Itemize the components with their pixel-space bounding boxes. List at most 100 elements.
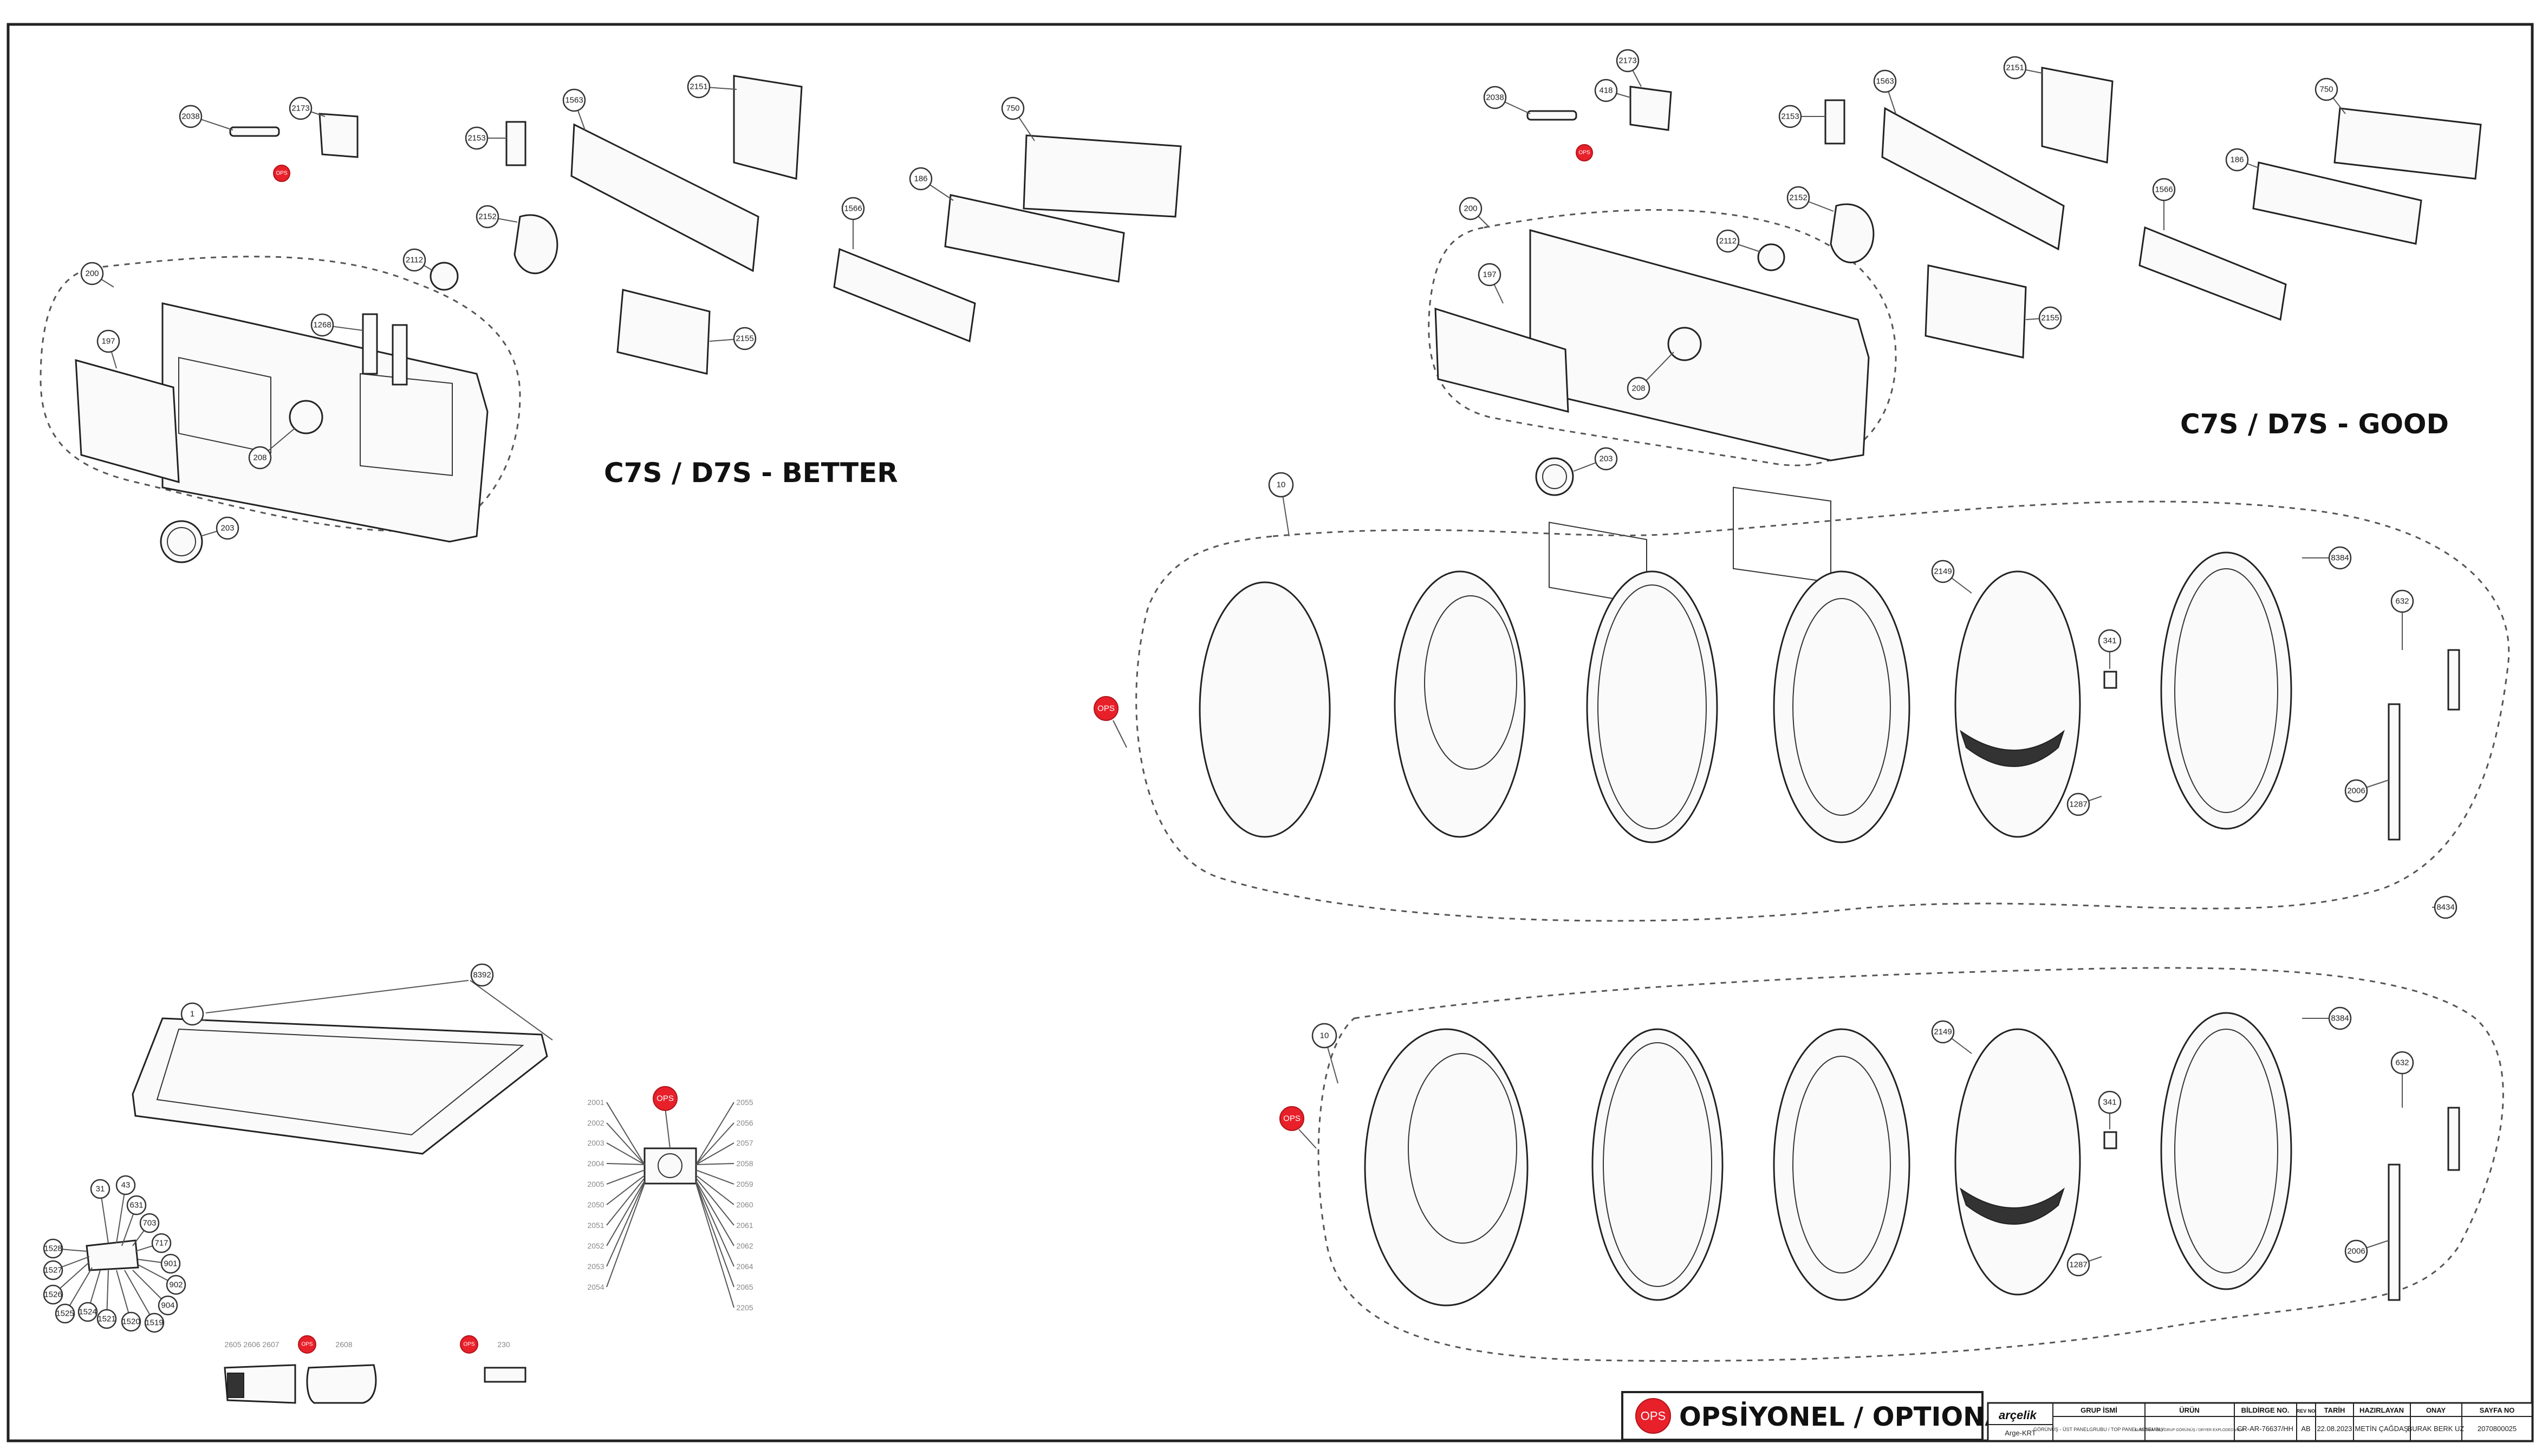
svg-text:2038: 2038 [181,112,199,121]
good-cable-2038 [1526,110,1577,121]
svg-text:2153: 2153 [467,134,485,143]
svg-text:2605: 2605 [224,1340,241,1349]
group-name: GÖRÜNÜŞ - ÜST PANELGRUBU / TOP PANEL ASS… [2033,1427,2164,1432]
good-pcb-1563 [1881,107,2065,251]
svg-text:2060: 2060 [736,1200,753,1209]
svg-text:2002: 2002 [587,1119,604,1127]
good-pcb-186 [2252,161,2422,245]
better-panel-group: OPS 2038 2173 2153 1563 2151 750 186 156… [40,75,1182,563]
good-bracket-2151 [2041,67,2114,164]
good-callouts: 2038 2173 418 2153 1563 2151 750 186 156… [1459,49,2346,472]
svg-text:2155: 2155 [736,334,753,343]
better-front-panel [161,302,489,543]
svg-text:REV NO: REV NO [2297,1408,2316,1414]
door-assembly-top: OPS 10 2149 8384 632 341 1287 2006 8434 [1094,472,2510,922]
svg-text:2001: 2001 [587,1098,604,1107]
svg-text:750: 750 [1006,104,1019,113]
approved-by: BURAK BERK UZ [2408,1425,2465,1433]
svg-text:2064: 2064 [736,1262,753,1271]
svg-text:1: 1 [190,1010,194,1019]
svg-text:2606: 2606 [243,1340,260,1349]
better-ops-badge [273,165,290,182]
good-drawer [1434,307,1569,413]
better-pcb-1563 [570,123,759,272]
top-panel [132,1017,548,1155]
svg-text:8384: 8384 [2331,554,2349,563]
svg-text:2006: 2006 [2347,786,2365,796]
svg-text:10: 10 [1320,1031,1329,1041]
door-top-callouts: 10 2149 8384 632 341 1287 2006 8434 [1268,472,2458,919]
legend-ops-label: OPS [1641,1409,1666,1423]
company-logo: arçelik [1999,1408,2037,1422]
svg-text:SAYFA NO: SAYFA NO [2480,1406,2515,1414]
connector-right-callouts: 2055 2056 2057 2058 2059 2060 2061 2062 … [695,1098,753,1312]
good-display-window [1733,486,1831,583]
good-part-2153 [1824,99,1845,145]
door-top-inner-glass [1954,570,2081,838]
better-part-2153 [505,121,526,166]
better-callouts: 2038 2173 2153 1563 2151 750 186 1566 21… [80,75,1035,540]
svg-text:2056: 2056 [736,1119,753,1127]
small-ops-badge-a [298,1335,316,1354]
good-knob-2112 [1757,243,1785,271]
good-module-2173 [1629,86,1672,131]
svg-text:1521: 1521 [97,1315,115,1324]
door-top-ops-badge [1094,696,1119,721]
door-bottom-hinge-ring [2160,1012,2292,1290]
door-top-latch-right [2447,649,2460,711]
svg-text:2152: 2152 [1789,193,1807,203]
svg-text:2004: 2004 [587,1159,604,1168]
better-pcb-2155 [616,289,711,375]
better-encoder-2152 [513,214,558,274]
svg-text:2149: 2149 [1934,1028,1952,1037]
good-knob-ring [1667,327,1702,361]
svg-text:341: 341 [2103,1098,2116,1107]
small-parts-cluster: 31 43 631 703 717 901 902 904 1519 1520 … [43,1175,186,1333]
svg-text:2005: 2005 [587,1180,604,1188]
good-cover-750 [2333,107,2482,180]
door-bottom-frame-ring [1591,1028,1724,1301]
door-bottom-inner-glass [1954,1028,2081,1296]
svg-text:2112: 2112 [406,256,423,265]
good-heading: C7S / D7S - GOOD [2180,408,2449,440]
ops-legend: OPS OPSİYONEL / OPTIONAL [1621,1391,2021,1441]
svg-text:1527: 1527 [44,1266,62,1275]
svg-text:8434: 8434 [2436,903,2454,912]
svg-text:ÜRÜN: ÜRÜN [2179,1406,2200,1414]
svg-text:1287: 1287 [2069,1260,2087,1270]
better-strip-1268b [392,324,408,386]
svg-text:2065: 2065 [736,1283,753,1291]
door-bottom-ops-badge [1279,1106,1304,1131]
svg-text:203: 203 [220,524,234,533]
door-bottom-latch-right [2447,1107,2460,1171]
good-panel-group: OPS 2038 2173 418 2153 1563 2151 750 186… [1428,49,2482,606]
door-top-inner-frame [1773,570,1910,843]
better-cover-750 [1023,134,1182,218]
svg-text:2057: 2057 [736,1139,753,1147]
better-housing-1566 [833,248,976,343]
top-panel-group: 1 8392 [132,963,553,1155]
door-bottom-outer-ring [1364,1028,1529,1306]
door-top-hinge-341 [2103,671,2117,689]
svg-text:418: 418 [1599,86,1613,95]
department: Arge-KRT [2005,1429,2036,1437]
svg-text:10: 10 [1277,480,1286,490]
better-knob-2112 [430,262,459,291]
svg-text:901: 901 [164,1259,177,1269]
better-pcb-186 [944,194,1125,283]
door-bottom-ops-label: OPS [1283,1114,1301,1123]
svg-text:2061: 2061 [736,1221,753,1230]
svg-text:2112: 2112 [1719,237,1737,246]
svg-text:2151: 2151 [690,82,707,92]
svg-text:2155: 2155 [2041,314,2059,323]
top-panel-callouts: 1 8392 [180,963,494,1026]
better-module-2173 [318,113,359,158]
svg-text:OPS: OPS [463,1342,474,1348]
svg-text:341: 341 [2103,636,2116,646]
svg-text:230: 230 [497,1340,510,1349]
svg-text:2058: 2058 [736,1159,753,1168]
good-ops-badge [1576,144,1593,161]
svg-text:BİLDİRGE NO.: BİLDİRGE NO. [2241,1406,2290,1414]
svg-text:631: 631 [129,1201,143,1210]
notice-no: CR-AR-76637/HH [2237,1425,2293,1433]
